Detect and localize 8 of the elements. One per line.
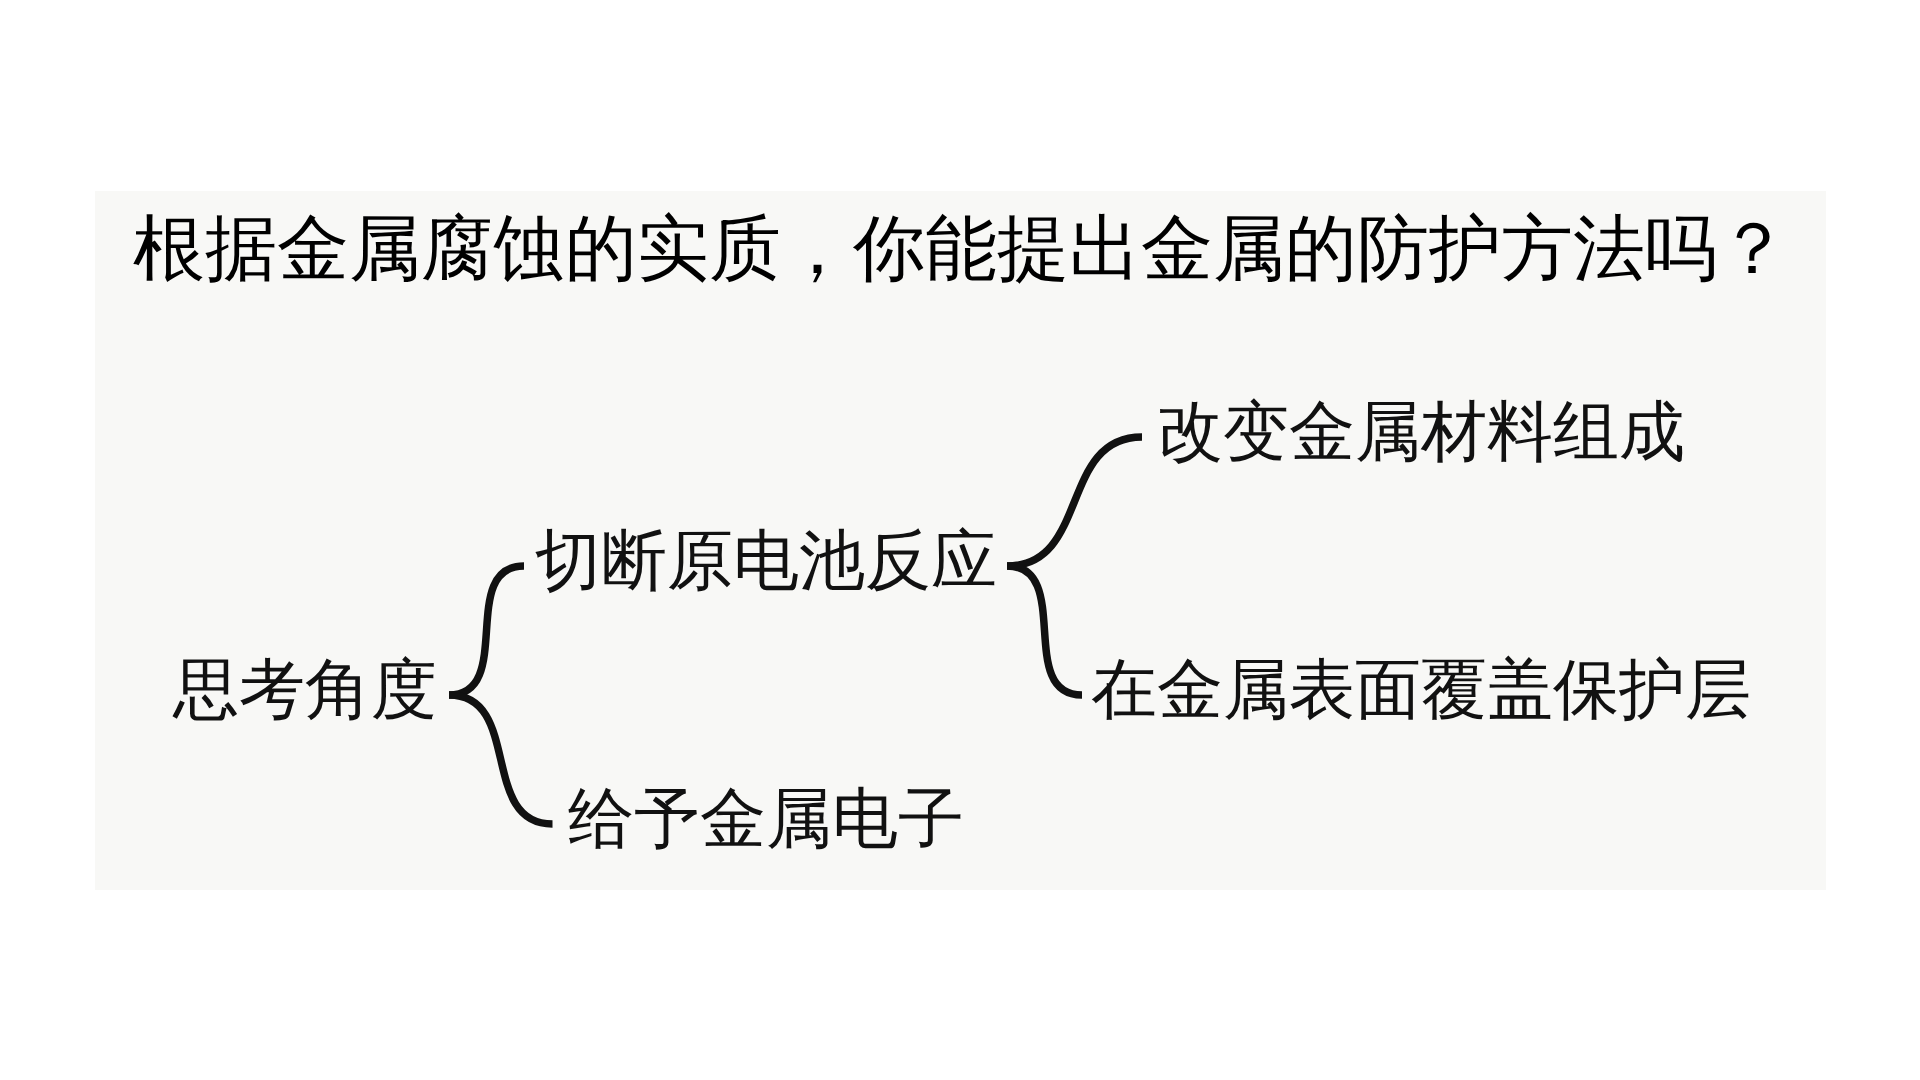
- connector: [447, 690, 553, 828]
- connector: [1005, 561, 1083, 699]
- node-text: 在金属表面覆盖保护层: [1090, 650, 1751, 728]
- diagram-title: 根据金属腐蚀的实质，你能提出金属的防护方法吗？: [132, 205, 1788, 290]
- node-text: 思考角度: [172, 650, 437, 728]
- node-text: 改变金属材料组成: [1156, 392, 1685, 470]
- node-text: 给予金属电子: [567, 779, 963, 857]
- node-text: 切断原电池反应: [534, 521, 996, 599]
